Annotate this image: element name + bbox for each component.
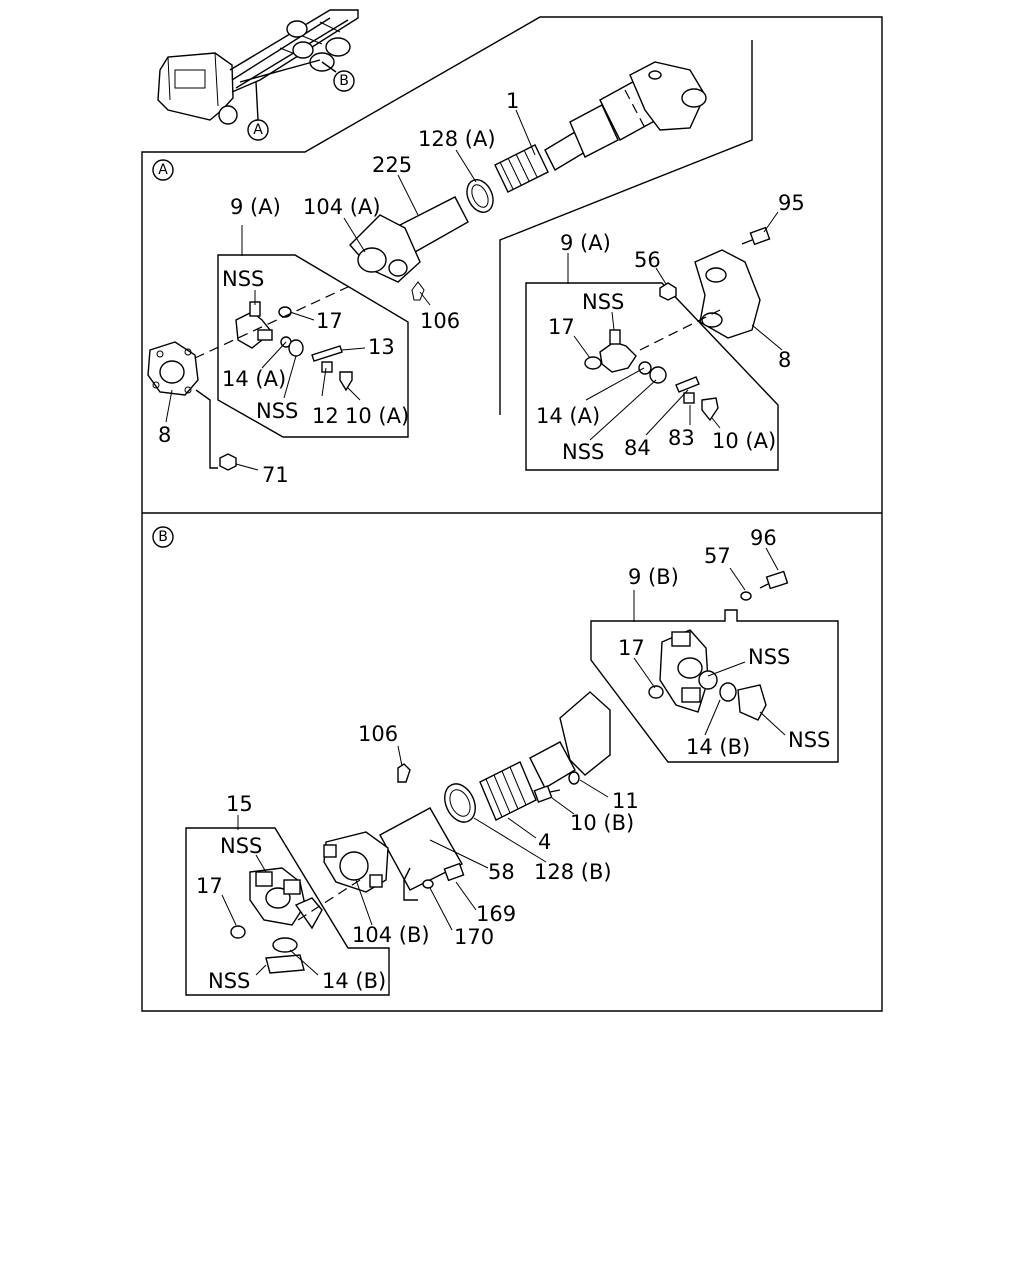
truck-overview-illustration xyxy=(157,9,359,125)
group-outline-9b xyxy=(590,609,839,763)
label-1: 1 xyxy=(506,89,519,113)
label-106: 106 xyxy=(420,309,460,333)
label-58: 58 xyxy=(488,860,515,884)
group-outline-15 xyxy=(185,827,390,996)
nut-71 xyxy=(219,453,237,471)
label-17-9b: 17 xyxy=(618,636,645,660)
seal-ring-128b xyxy=(444,783,476,823)
diagram-frame xyxy=(141,16,883,1012)
svg-text:A: A xyxy=(253,122,263,138)
label-10b: 10 (B) xyxy=(570,811,634,835)
bracket-line-169 xyxy=(403,867,418,901)
group-outline-9a-left xyxy=(217,254,409,438)
bracket-line-right xyxy=(499,40,753,415)
label-nss-15-top: NSS xyxy=(220,834,262,858)
label-8-left: 8 xyxy=(158,423,171,447)
propeller-shaft-part-1 xyxy=(494,61,707,193)
svg-text:A: A xyxy=(158,162,168,178)
label-128a: 128 (A) xyxy=(418,127,496,151)
label-nss-right-top: NSS xyxy=(582,290,624,314)
badge-b-overview: B xyxy=(333,70,355,92)
label-57: 57 xyxy=(704,544,731,568)
bolt-96 xyxy=(759,570,789,590)
label-106-b: 106 xyxy=(358,722,398,746)
label-nss-9b-bottom: NSS xyxy=(788,728,830,752)
label-nss-right-bottom: NSS xyxy=(562,440,604,464)
label-12: 12 xyxy=(312,404,339,428)
dashed-centerline-b xyxy=(297,879,361,921)
section-a-badge: A xyxy=(152,159,174,181)
label-170: 170 xyxy=(454,925,494,949)
flange-yoke-8-left xyxy=(147,341,199,396)
flange-yoke-8-right xyxy=(694,249,761,339)
label-4: 4 xyxy=(538,830,551,854)
label-14a-left: 14 (A) xyxy=(222,367,286,391)
label-9b: 9 (B) xyxy=(628,565,679,589)
bolt-10b xyxy=(533,785,561,803)
label-71: 71 xyxy=(262,463,289,487)
label-104a: 104 (A) xyxy=(303,195,381,219)
label-10a-right: 10 (A) xyxy=(712,429,776,453)
svg-text:B: B xyxy=(158,529,168,545)
dashed-centerline-left xyxy=(194,285,351,359)
grease-fitting-106 xyxy=(397,763,411,783)
label-83: 83 xyxy=(668,426,695,450)
section-b-badge: B xyxy=(152,526,174,548)
label-nss-left-bottom: NSS xyxy=(256,399,298,423)
label-95: 95 xyxy=(778,191,805,215)
universal-joint-cross-right xyxy=(584,329,719,422)
svg-text:B: B xyxy=(339,73,349,89)
label-225: 225 xyxy=(372,153,412,177)
section-a-leaders xyxy=(165,109,783,471)
group-outline-9a-right xyxy=(525,282,779,471)
section-b-leaders xyxy=(221,547,786,976)
slip-yoke-225 xyxy=(349,196,469,301)
nut-56 xyxy=(659,282,677,301)
label-14a-right: 14 (A) xyxy=(536,404,600,428)
flange-yoke-104b xyxy=(323,831,389,893)
propeller-shaft-part-4 xyxy=(379,691,611,891)
universal-joint-cross-15 xyxy=(230,867,323,974)
label-13: 13 xyxy=(368,335,395,359)
label-14b-right: 14 (B) xyxy=(686,735,750,759)
washer-57 xyxy=(740,591,752,601)
label-9a-right: 9 (A) xyxy=(560,231,611,255)
label-9a-left: 9 (A) xyxy=(230,195,281,219)
label-169: 169 xyxy=(476,902,516,926)
label-11: 11 xyxy=(612,789,639,813)
nut-71-leader-bracket xyxy=(195,389,218,469)
universal-joint-cross-9b xyxy=(648,629,767,721)
label-nss-left-top: NSS xyxy=(222,267,264,291)
label-84: 84 xyxy=(624,436,651,460)
label-10a-left: 10 (A) xyxy=(345,404,409,428)
snap-ring-11 xyxy=(568,771,580,785)
universal-joint-cross-left xyxy=(235,301,353,392)
label-14b-left: 14 (B) xyxy=(322,969,386,993)
bolt-95 xyxy=(741,226,771,246)
label-96: 96 xyxy=(750,526,777,550)
label-nss-15-bottom: NSS xyxy=(208,969,250,993)
label-nss-9b-top: NSS xyxy=(748,645,790,669)
label-128b: 128 (B) xyxy=(534,860,612,884)
washer-170 xyxy=(422,879,434,889)
label-17-15: 17 xyxy=(196,874,223,898)
badge-a-overview: A xyxy=(247,119,269,141)
label-104b: 104 (B) xyxy=(352,923,430,947)
seal-ring-128a xyxy=(466,179,494,213)
label-17-left: 17 xyxy=(316,309,343,333)
label-15: 15 xyxy=(226,792,253,816)
label-8-right: 8 xyxy=(778,348,791,372)
label-17-right: 17 xyxy=(548,315,575,339)
label-56: 56 xyxy=(634,248,661,272)
bolt-169 xyxy=(443,862,465,882)
